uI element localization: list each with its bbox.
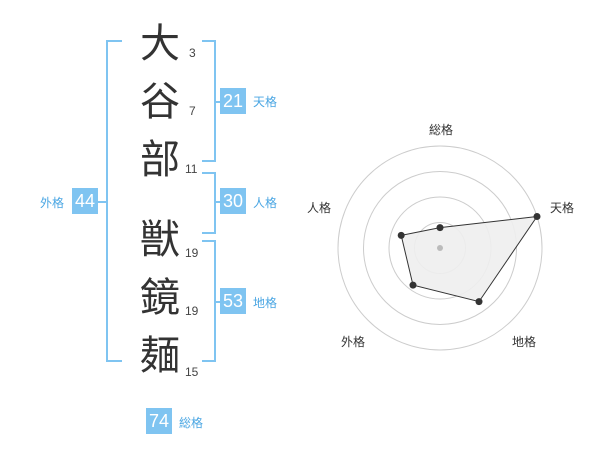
radar-point-1 [436,224,444,232]
gaikaku-score: 44 [72,188,98,214]
stroke-count-5: 19 [185,304,199,318]
radar-grid-ring [337,145,543,351]
name-char-2: 谷 [140,79,180,125]
radar-axis-label-soukaku: 総格 [429,122,453,137]
radar-axis-label-tenkaku: 天格 [550,200,574,215]
radar-axis-label-gaikaku: 外格 [341,334,365,349]
radar-axis-label-jinkaku: 人格 [307,200,331,215]
stroke-count-3: 11 [185,162,198,176]
tenkaku-connector [214,101,222,103]
tenkaku-label: 天格 [253,95,278,109]
radar-points [397,213,541,306]
name-char-1: 大 [140,21,180,67]
stroke-count-6: 15 [185,365,199,379]
stroke-count-2: 7 [189,104,196,118]
gaikaku-connector [98,201,106,203]
radar-point-2 [533,213,541,220]
radar-point-3 [475,298,483,306]
stroke-count-4: 19 [185,246,199,260]
jinkaku-label: 人格 [253,196,278,210]
radar-point-4 [409,281,417,289]
name-char-4: 獣 [140,217,180,263]
chikaku-connector [214,301,222,303]
radar-polygon [400,215,539,303]
gaikaku-bracket [106,40,122,362]
radar-center-point [437,245,443,251]
jinkaku-connector [214,201,222,203]
soukaku-score: 74 [146,408,172,434]
radar-point-5 [397,231,405,239]
radar-grid-ring [363,171,517,325]
gaikaku-label: 外格 [40,196,65,210]
soukaku-label: 総格 [179,416,204,430]
name-char-3: 部 [140,137,180,183]
name-char-6: 麺 [140,333,180,379]
jinkaku-score: 30 [220,188,246,214]
name-char-5: 鏡 [140,275,180,321]
chikaku-score: 53 [220,288,246,314]
tenkaku-score: 21 [220,88,246,114]
radar-axis-label-chikaku: 地格 [512,334,536,349]
jinkaku-bracket [202,172,216,234]
chikaku-label: 地格 [253,296,278,310]
stroke-count-1: 3 [189,46,196,60]
